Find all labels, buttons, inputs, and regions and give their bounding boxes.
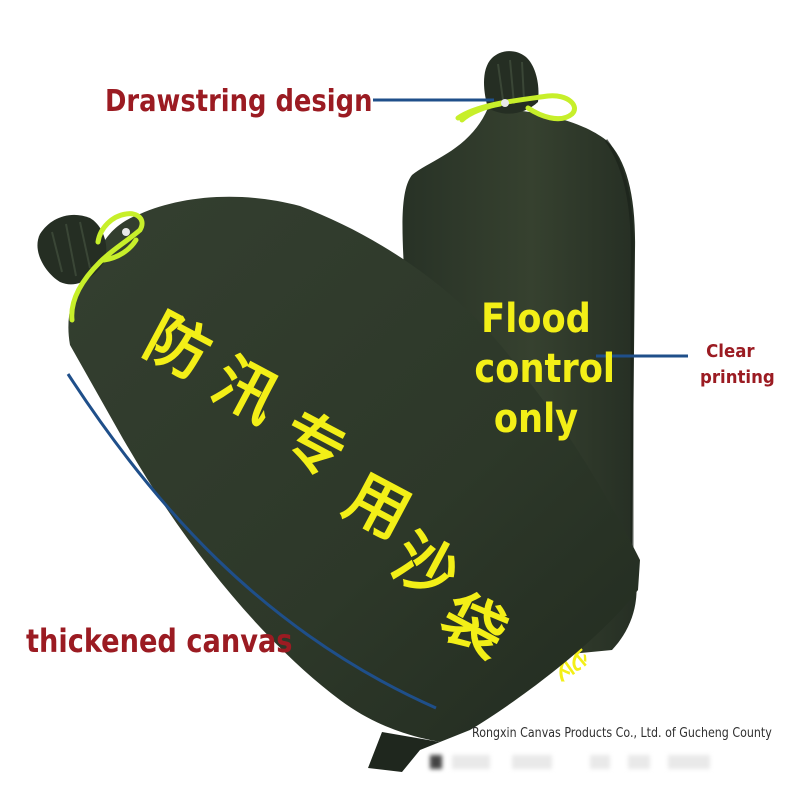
front-bag-cord: [69, 211, 145, 323]
flood-control-label: Flood control only: [474, 294, 615, 444]
front-bag-tail: [368, 732, 440, 772]
front-sandbag: 防 汛 专 用 沙 袋: [37, 196, 641, 772]
drawstring-design-label: Drawstring design: [105, 84, 373, 119]
company-watermark: Rongxin Canvas Products Co., Ltd. of Guc…: [472, 725, 772, 741]
clear-printing-label: Clear printing: [700, 339, 775, 391]
back-bag-cord: [455, 93, 577, 123]
thickened-canvas-label: thickened canvas: [26, 622, 293, 660]
clear-printing-line-1: Clear: [706, 341, 755, 362]
thickened-canvas-line: [66, 373, 437, 710]
flood-control-line-2: control: [474, 346, 615, 392]
front-bag-body: [68, 196, 641, 743]
flood-control-line-1: Flood: [481, 296, 591, 342]
back-bag-seam: [604, 139, 634, 560]
flood-control-line-3: only: [493, 396, 579, 442]
clear-printing-line-2: printing: [700, 367, 775, 388]
